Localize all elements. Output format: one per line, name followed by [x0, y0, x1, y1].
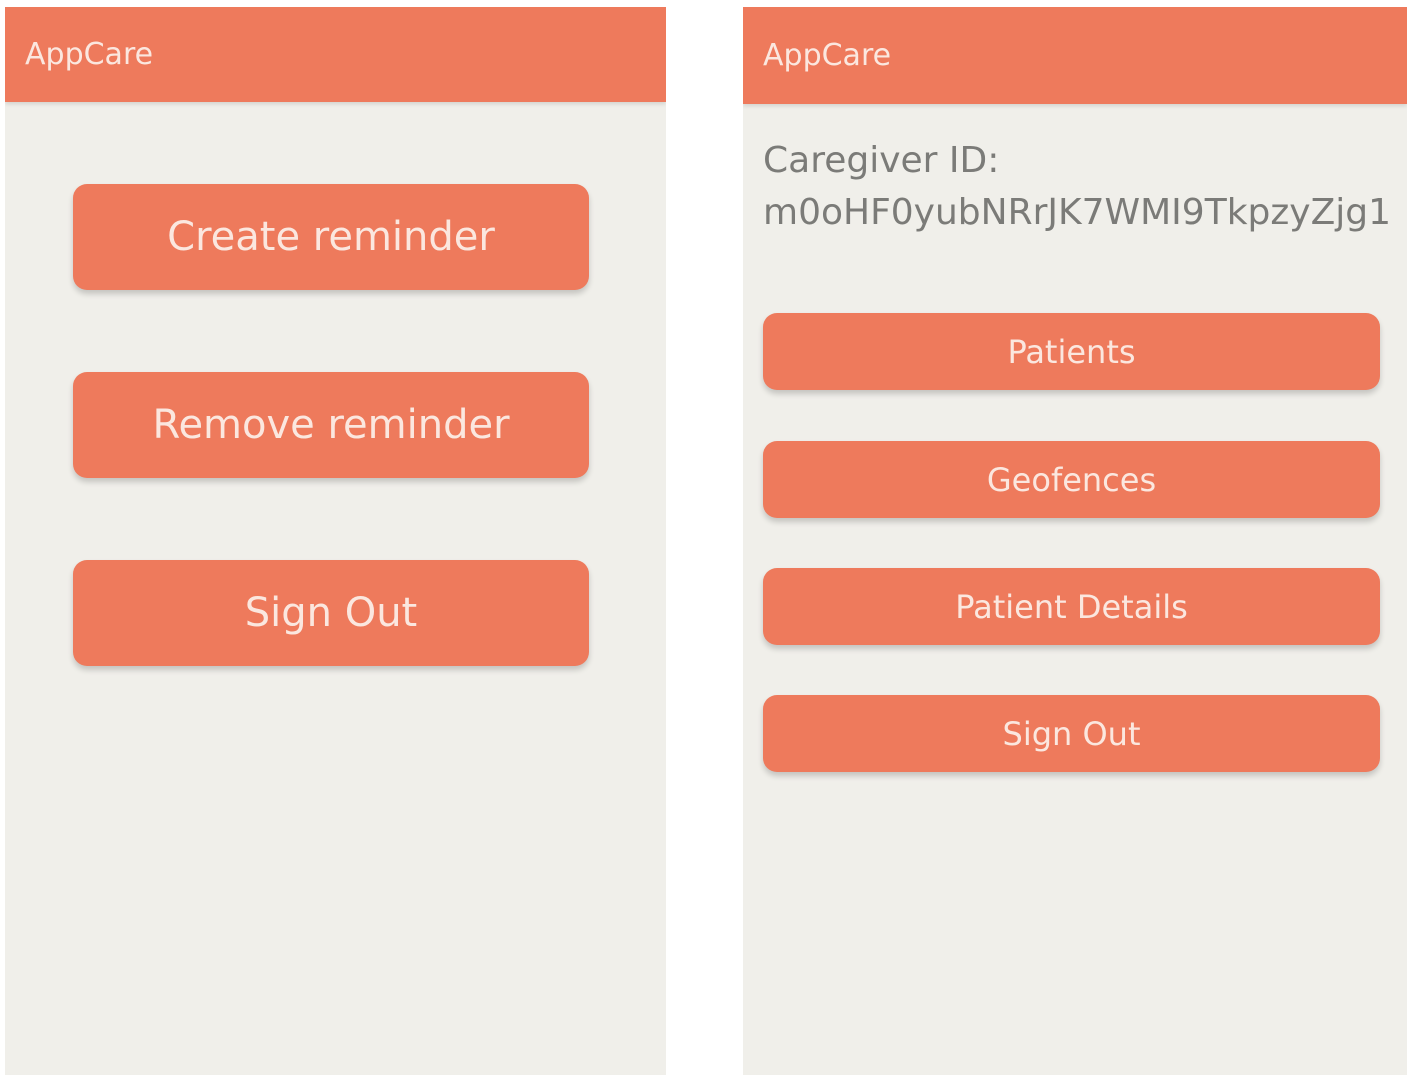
reminder-screen: AppCare Create reminder Remove reminder … [5, 7, 666, 1075]
sign-out-button[interactable]: Sign Out [73, 560, 589, 666]
patient-details-button[interactable]: Patient Details [763, 568, 1380, 645]
create-reminder-button[interactable]: Create reminder [73, 184, 589, 290]
app-bar: AppCare [5, 7, 666, 102]
remove-reminder-button[interactable]: Remove reminder [73, 372, 589, 478]
app-title: AppCare [763, 38, 892, 73]
geofences-button[interactable]: Geofences [763, 441, 1380, 518]
patients-button[interactable]: Patients [763, 313, 1380, 390]
sign-out-button[interactable]: Sign Out [763, 695, 1380, 772]
caregiver-id-label: Caregiver ID: [763, 140, 1000, 181]
app-bar: AppCare [743, 7, 1407, 104]
caregiver-info: Caregiver ID: m0oHF0yubNRrJK7WMI9TkpzyZj… [763, 135, 1391, 239]
app-title: AppCare [25, 37, 154, 72]
caregiver-screen: AppCare Caregiver ID: m0oHF0yubNRrJK7WMI… [743, 7, 1407, 1075]
caregiver-id-value: m0oHF0yubNRrJK7WMI9TkpzyZjg1 [763, 192, 1392, 233]
